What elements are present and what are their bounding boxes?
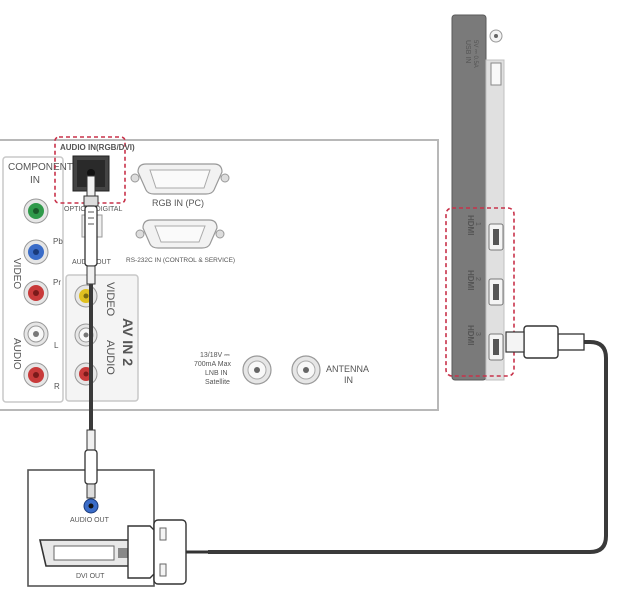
usb-port[interactable] (490, 62, 502, 86)
hdmi-label-2: HDMI (466, 270, 475, 290)
audio-in-rgb-dvi-label: AUDIO IN(RGB/DVI) (60, 143, 135, 152)
component-jack-white[interactable] (23, 321, 49, 347)
hdmi-port-number-1: 1 (474, 222, 481, 226)
hdmi-highlight (445, 207, 515, 377)
pr-label: Pr (53, 278, 61, 287)
lnb-in-jack[interactable] (242, 355, 272, 385)
av-audio-jack-red[interactable] (74, 362, 98, 386)
usb-indicator-icon (489, 29, 503, 43)
component-audio-label: AUDIO (11, 338, 22, 370)
rs232c-port[interactable] (135, 219, 225, 249)
usb-label: USB IN (464, 40, 471, 63)
component-in-label: COMPONENT (8, 162, 73, 173)
audio-cable (83, 175, 99, 499)
antenna-label-2: IN (344, 375, 353, 385)
l-label: L (54, 341, 59, 350)
hdmi-port-2[interactable] (488, 278, 504, 306)
av-video-label: VIDEO (104, 282, 116, 317)
component-jack-red-audio[interactable] (23, 362, 49, 388)
av-audio-jack-white[interactable] (74, 323, 98, 347)
hdmi-port-number-3: 3 (474, 332, 481, 336)
antenna-in-jack[interactable] (291, 355, 321, 385)
tv-back-panel: COMPONENT IN Pb Pr L (0, 136, 439, 411)
rs232c-label: RS-232C IN (CONTROL & SERVICE) (126, 257, 235, 264)
dvi-hdmi-cable (127, 325, 608, 585)
av-audio-label: AUDIO (104, 340, 116, 375)
pc-audio-out-jack[interactable] (83, 498, 99, 514)
lnb-line-3: LNB IN (205, 370, 228, 377)
hdmi-port-1[interactable] (488, 223, 504, 251)
av-video-jack-yellow[interactable] (74, 284, 98, 308)
pc-dvi-out-label: DVI OUT (76, 573, 105, 580)
tv-side-panel: USB IN 5V ⎓ 0.5A HDMI 1 HDMI 2 HDMI 3 (445, 14, 515, 381)
rgb-in-port[interactable] (130, 163, 230, 195)
hdmi-label-1: HDMI (466, 215, 475, 235)
component-jack-blue[interactable] (23, 239, 49, 265)
pc-dvi-out-port[interactable] (38, 539, 138, 567)
rgb-in-pc-label: RGB IN (PC) (152, 198, 204, 208)
av-in-2-label: AV IN 2 (120, 318, 136, 366)
usb-rating-label: 5V ⎓ 0.5A (472, 40, 478, 68)
component-jack-red[interactable] (23, 280, 49, 306)
hdmi-port-number-2: 2 (474, 277, 481, 281)
hdmi-label-3: HDMI (466, 325, 475, 345)
pb-label: Pb (53, 237, 63, 246)
component-in-label-2: IN (30, 175, 40, 186)
lnb-line-4: Satellite (205, 379, 230, 386)
lnb-line-1: 13/18V ⎓ (200, 352, 230, 359)
antenna-label-1: ANTENNA (326, 364, 369, 374)
lnb-line-2: 700mA Max (194, 361, 231, 368)
hdmi-port-3[interactable] (488, 333, 504, 361)
r-label: R (54, 382, 60, 391)
pc-audio-out-label: AUDIO OUT (70, 517, 110, 524)
component-video-label: VIDEO (11, 258, 22, 289)
component-jack-green[interactable] (23, 198, 49, 224)
